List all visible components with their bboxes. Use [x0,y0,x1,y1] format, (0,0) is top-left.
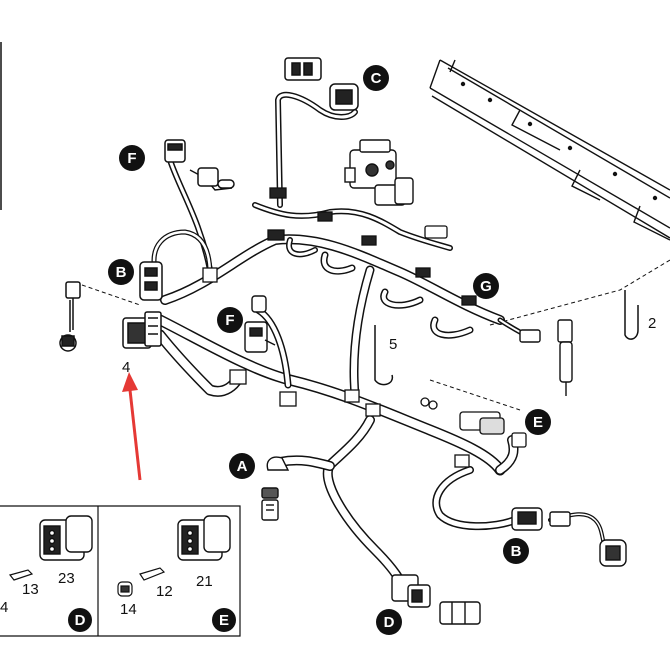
inset-d-connector [39,515,93,561]
mounting-rail [429,59,670,241]
inset-e-label-14: 14 [120,601,137,618]
svg-text:F: F [225,312,234,329]
connector-b-bottom [511,507,627,567]
inset-e-badge: E [212,608,236,632]
inset-e-terminal [139,567,166,581]
sensor-left [59,281,81,352]
inset-e-label-21: 21 [196,573,213,590]
callout-b-bottom: B [503,538,529,564]
inset-d-label-13: 13 [22,581,39,598]
inset-d-label-23: 23 [58,570,75,587]
callout-g: G [473,273,499,299]
parts-mid-right [420,397,527,448]
bracket-5 [374,325,394,386]
svg-text:E: E [533,414,543,431]
inset-e-label-12: 12 [156,583,173,600]
inset-d-badge: D [68,608,92,632]
callout-f-top: F [119,145,145,171]
inset-d-terminal [8,569,34,581]
svg-text:A: A [237,458,248,475]
callout-a: A [229,453,255,479]
callout-c: C [363,65,389,91]
small-clips [202,187,477,468]
svg-text:G: G [480,278,492,295]
red-pointer-arrow [122,372,142,481]
part-number-4: 4 [122,359,130,376]
callout-e-right: E [525,409,551,435]
inset-frame [0,505,241,637]
connector-a [261,456,290,521]
connector-f-mid [244,295,276,353]
callout-b-left: B [108,259,134,285]
pump-assembly [344,139,414,206]
part-number-2: 2 [648,315,656,332]
svg-text:F: F [127,150,136,167]
inset-e-seal [117,581,133,597]
svg-text:D: D [75,612,86,629]
inset-d: 23 13 4 D [0,515,93,632]
svg-text:D: D [384,614,395,631]
connector-4 [122,311,162,349]
svg-text:B: B [511,543,522,560]
connector-b-left [139,261,163,301]
injector-right [519,319,573,396]
bracket-2 [624,290,639,340]
callout-d-bottom: D [376,609,402,635]
svg-text:C: C [371,70,382,87]
callout-f-mid: F [217,307,243,333]
sensor-f-top [164,139,235,191]
connector-d-bottom [391,574,481,625]
leader-lines [81,259,670,411]
connector-c [284,57,359,111]
inset-e-connector [177,515,231,561]
svg-text:B: B [116,264,127,281]
inset-e: 21 12 14 E [117,515,236,632]
svg-text:E: E [219,612,229,629]
inset-d-label-4: 4 [0,599,8,616]
part-number-5: 5 [389,336,397,353]
